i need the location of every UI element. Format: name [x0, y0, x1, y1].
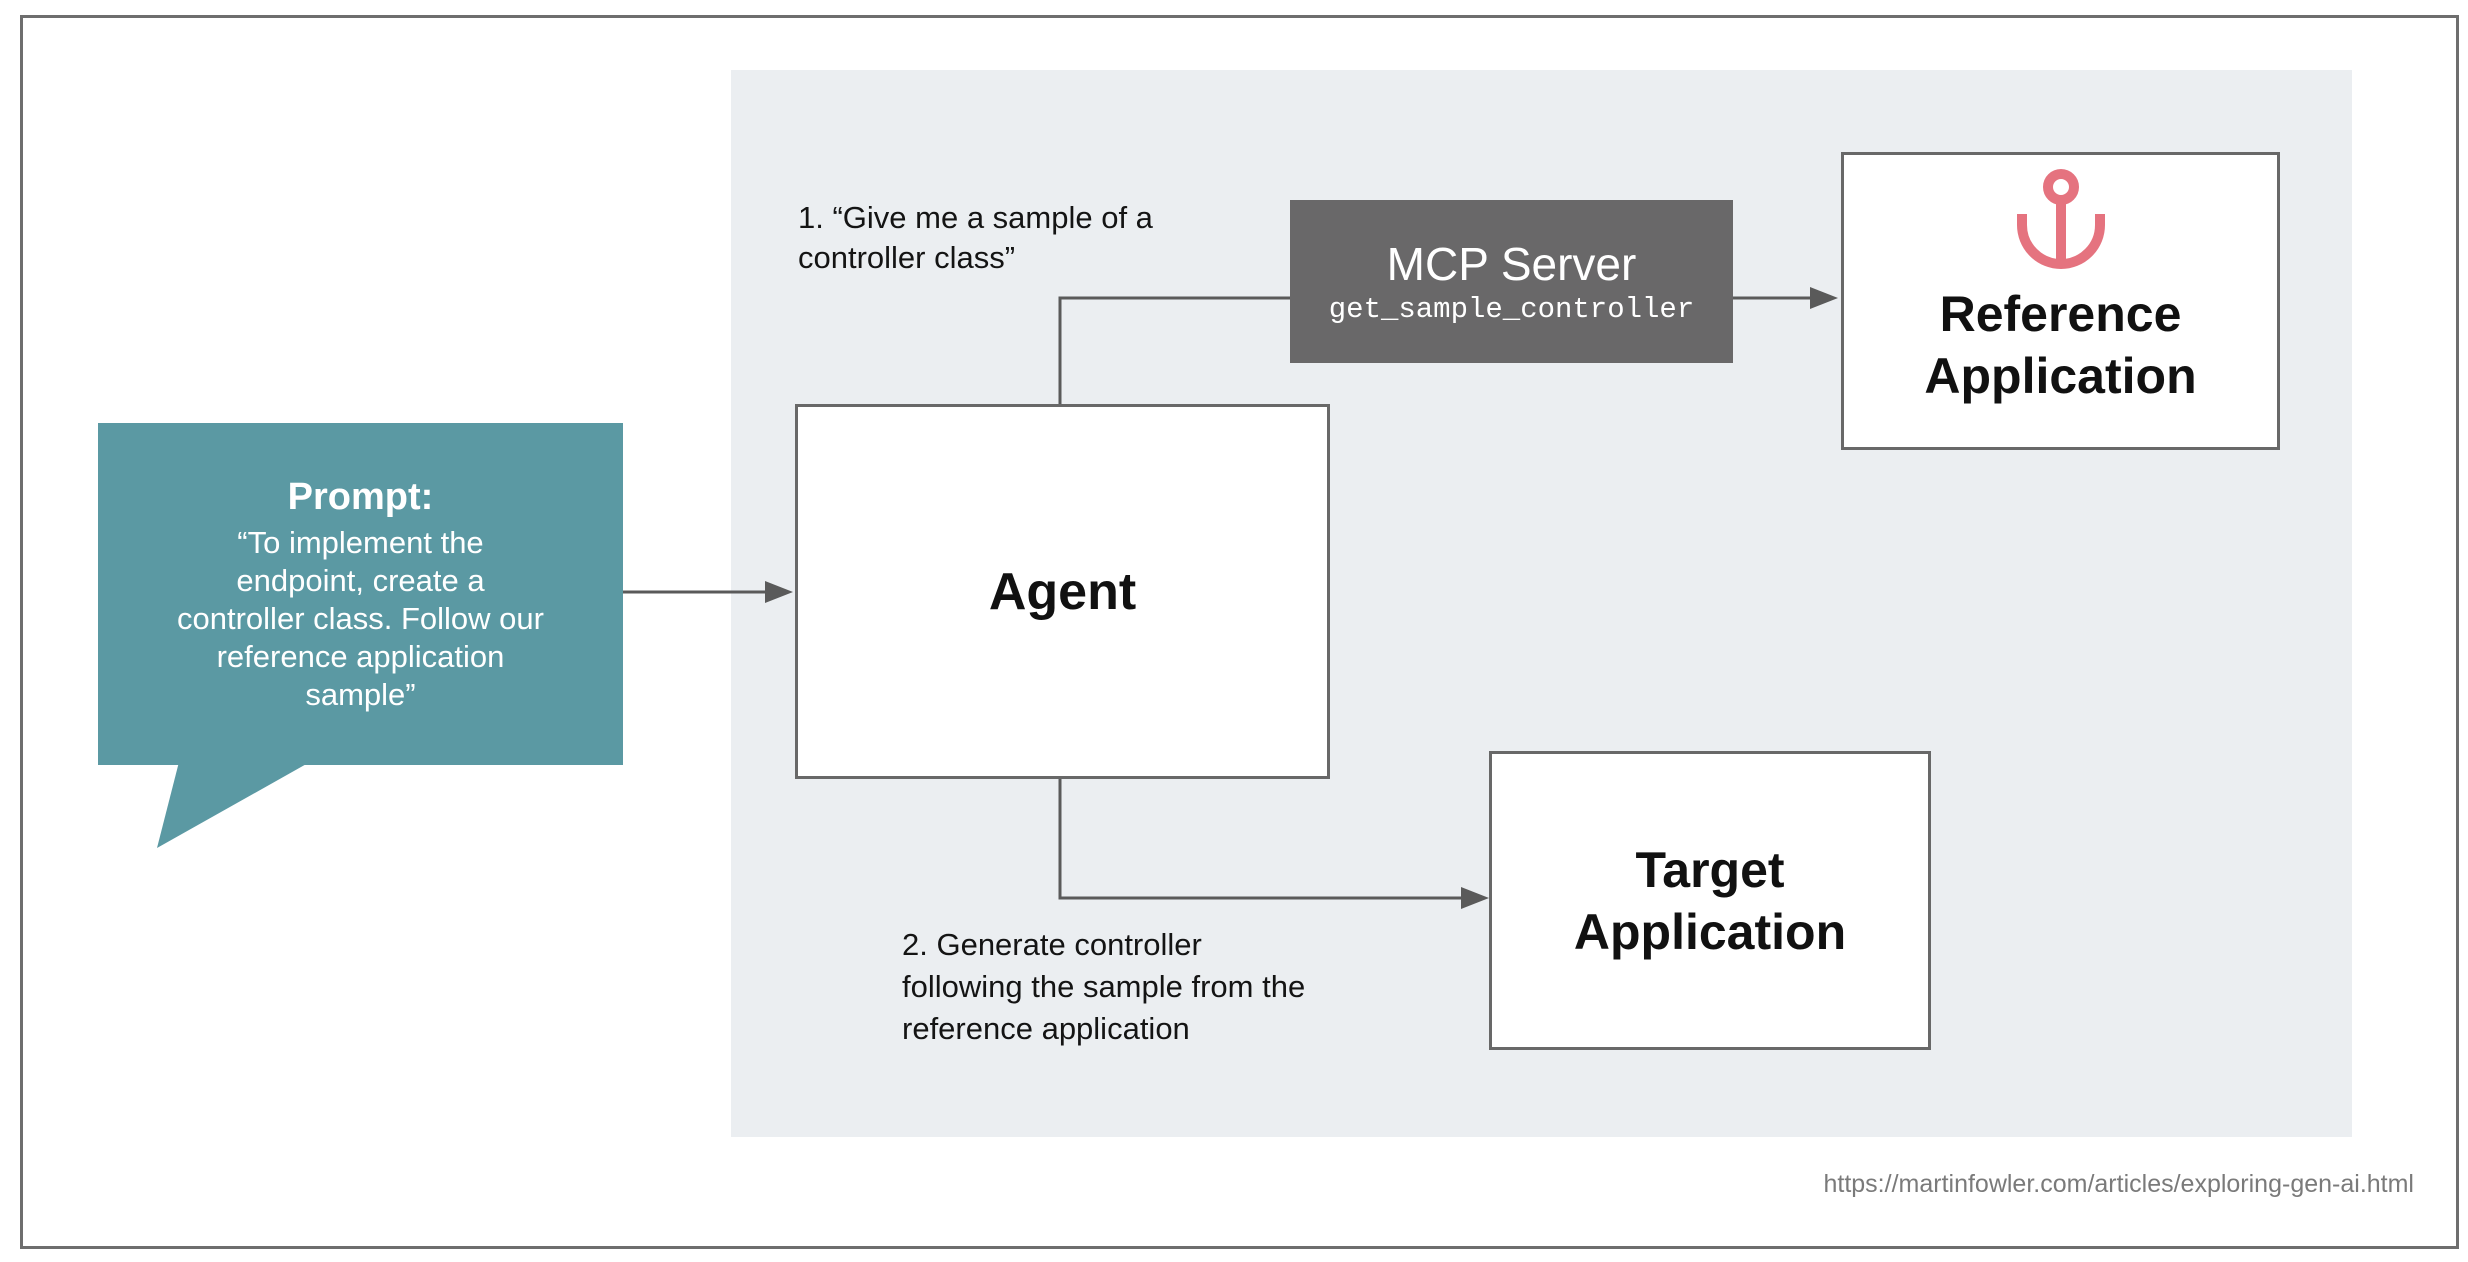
prompt-bubble-title: Prompt: — [287, 476, 434, 518]
diagram-outer-border — [20, 15, 2459, 1249]
arrowhead-into-reference — [1810, 287, 1838, 309]
prompt-bubble-body: “To implement the endpoint, create a con… — [177, 525, 544, 712]
arrowhead-into-agent — [765, 581, 793, 603]
connector-agent-to-target — [1058, 779, 1462, 900]
agent-label: Agent — [988, 562, 1137, 621]
anchor-icon — [2016, 169, 2105, 269]
mcp-server-tool-name: get_sample_controller — [1328, 292, 1695, 326]
reference-application-label: Reference Application — [1924, 286, 2197, 404]
target-application-box: Target Application — [1489, 751, 1931, 1050]
step2-label: 2. Generate controller following the sam… — [902, 927, 1306, 1046]
step1-label: 1. “Give me a sample of a controller cla… — [798, 200, 1153, 275]
mcp-server-box: MCP Server get_sample_controller — [1290, 200, 1733, 363]
prompt-bubble: Prompt: “To implement the endpoint, crea… — [98, 423, 623, 765]
prompt-bubble-tail — [157, 758, 317, 848]
source-url: https://martinfowler.com/articles/explor… — [1823, 1170, 2414, 1198]
mcp-server-title: MCP Server — [1386, 237, 1637, 290]
target-application-label: Target Application — [1573, 841, 1847, 960]
arrowhead-into-target — [1461, 887, 1489, 909]
reference-application-box: Reference Application — [1841, 152, 2280, 450]
agent-box: Agent — [795, 404, 1330, 779]
